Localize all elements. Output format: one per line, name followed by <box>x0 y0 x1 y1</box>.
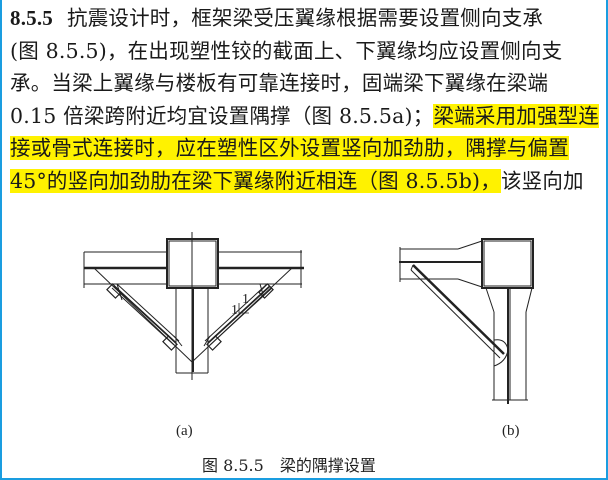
paragraph-line-2: (图 8.5.5)，在出现塑性铰的截面上、下翼缘均应设置侧向支 <box>10 35 600 68</box>
paragraph-line-3: 承。当梁上翼缘与楼板有可靠连接时，固端梁下翼缘在梁端 <box>10 67 600 100</box>
slope-ratio-vertical: 1 <box>231 303 238 318</box>
highlighted-text: 梁端采用加强型连 <box>433 103 600 128</box>
text-segment: 该竖向加 <box>500 168 584 193</box>
paragraph-line-5: 接或骨式连接时，应在塑性区外设置竖向加劲肋，隅撑与偏置 <box>10 132 600 165</box>
paragraph-line-6: 45°的竖向加劲肋在梁下翼缘附近相连（图 8.5.5b)，该竖向加 <box>10 165 600 198</box>
text-segment: (图 8.5.5)，在出现塑性铰的截面上、下翼缘均应设置侧向支 <box>10 38 563 63</box>
diagram-a-fly-brace-symmetric <box>83 232 304 380</box>
figure-number: 图 8.5.5 <box>202 456 264 475</box>
figure-8-5-5 <box>83 232 534 404</box>
clause-8-5-5: 8.5.5 抗震设计时，框架梁受压翼缘根据需要设置侧向支承 (图 8.5.5)，在… <box>10 2 600 198</box>
paragraph-line-1: 8.5.5 抗震设计时，框架梁受压翼缘根据需要设置侧向支承 <box>10 2 600 35</box>
text-segment: 0.15 倍梁跨附近均宜设置隅撑（图 8.5.5a)； <box>10 103 434 128</box>
highlighted-text: 接或骨式连接时，应在塑性区外设置竖向加劲肋，隅撑与偏置 <box>10 136 569 161</box>
subfigure-label-a: (a) <box>176 423 193 439</box>
slope-ratio-horizontal: 1 <box>242 292 249 307</box>
paragraph-line-4: 0.15 倍梁跨附近均宜设置隅撑（图 8.5.5a)；梁端采用加强型连 <box>10 100 600 133</box>
diagram-b-fly-brace-stiffener <box>399 238 534 404</box>
figure-caption: 图 8.5.5 梁的隅撑设置 <box>202 452 376 476</box>
text-segment: 承。当梁上翼缘与楼板有可靠连接时，固端梁下翼缘在梁端 <box>10 71 549 96</box>
subfigure-label-b: (b) <box>502 423 520 439</box>
highlighted-text: 45°的竖向加劲肋在梁下翼缘附近相连（图 8.5.5b)， <box>10 168 501 193</box>
figure-title: 梁的隅撑设置 <box>279 456 376 475</box>
section-number: 8.5.5 <box>10 6 53 30</box>
text-segment: 抗震设计时，框架梁受压翼缘根据需要设置侧向支承 <box>67 6 544 30</box>
